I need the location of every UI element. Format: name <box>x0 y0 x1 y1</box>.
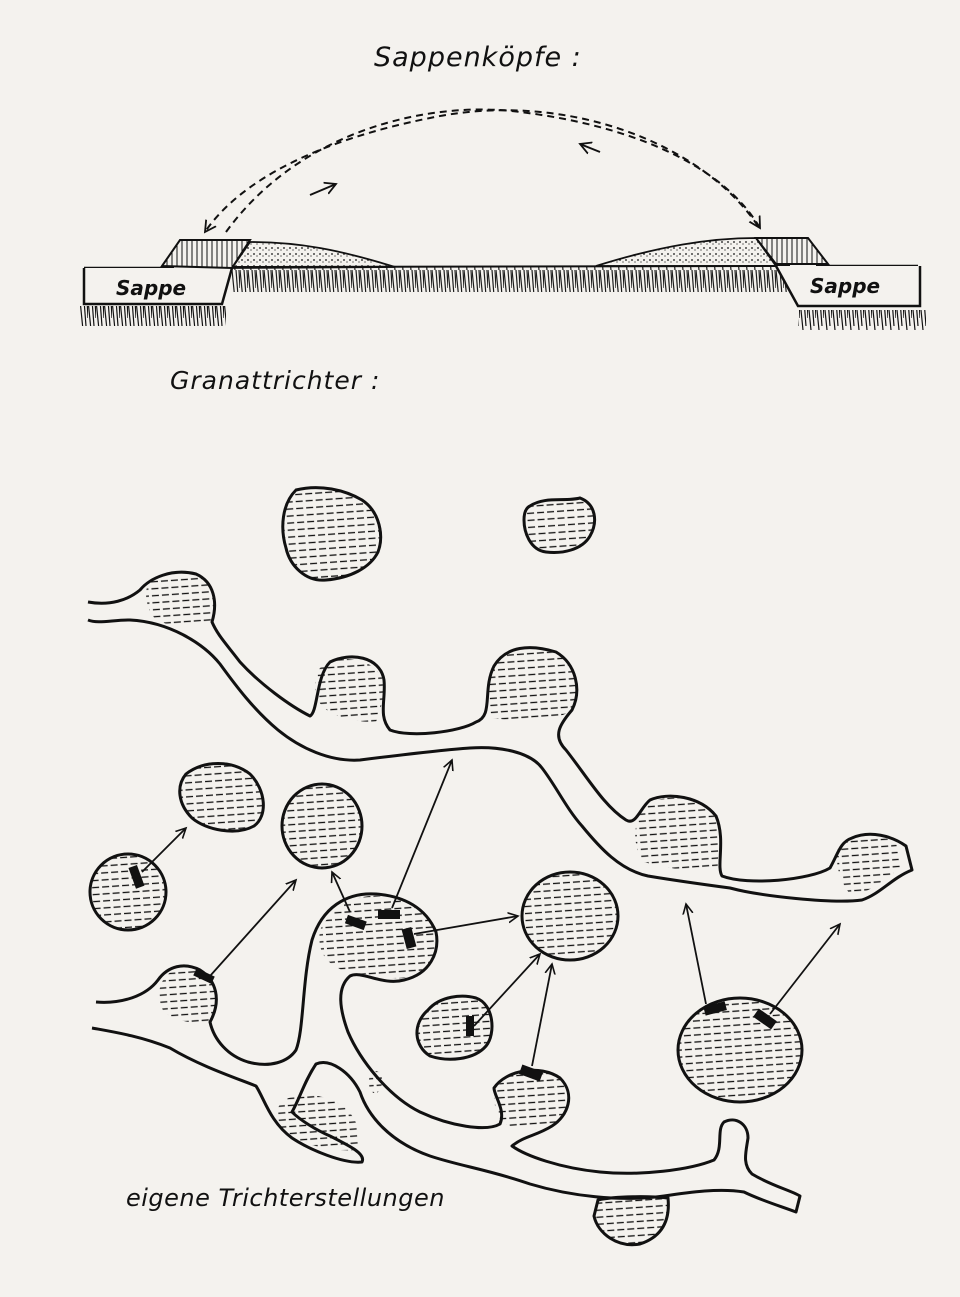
crater-mid-1 <box>180 764 264 832</box>
arrow <box>474 954 540 1026</box>
arrow <box>392 760 452 908</box>
crater-right-mid <box>522 872 618 960</box>
spoil-mound-right <box>596 238 776 266</box>
lower-crater-2 <box>495 1070 569 1129</box>
crater-top-left <box>283 488 381 581</box>
sappe-left-label: Sappe <box>116 276 186 300</box>
sappenkoepfe-title: Sappenköpfe : <box>374 42 582 73</box>
sappe-right-label: Sappe <box>810 274 880 298</box>
upper-crater-3 <box>487 648 577 720</box>
crater-mid-2 <box>282 784 362 868</box>
mid-arrow-left <box>310 184 336 195</box>
upper-crater-4 <box>635 798 719 870</box>
arrow <box>532 964 552 1066</box>
arrow <box>686 904 706 1004</box>
crater-top-right <box>524 498 595 552</box>
arrow <box>770 924 840 1014</box>
caption-eigene-trichterstellungen: eigene Trichterstellungen <box>126 1184 445 1212</box>
trajectory-arc-1 <box>226 110 760 232</box>
crater-small-center <box>417 996 492 1059</box>
granattrichter-diagram <box>88 488 912 1245</box>
upper-crater-1 <box>146 571 215 625</box>
position-mark <box>466 1016 474 1036</box>
lower-crater-4 <box>594 1197 668 1245</box>
soil-under-left <box>80 306 226 326</box>
arrow <box>142 828 186 872</box>
mid-arrow-right <box>580 144 600 152</box>
soil-under-right <box>798 310 926 330</box>
granattrichter-title: Granattrichter : <box>170 366 380 395</box>
upper-crater-5 <box>837 836 900 896</box>
crater-large-right <box>678 998 802 1102</box>
position-mark <box>378 910 400 919</box>
spoil-mound-left <box>232 242 395 268</box>
sappenkoepfe-diagram <box>80 110 926 330</box>
crater-left-occupied <box>90 854 166 930</box>
arrow <box>210 880 296 976</box>
soil-band <box>232 266 790 292</box>
lower-crater-3 <box>277 1095 359 1150</box>
